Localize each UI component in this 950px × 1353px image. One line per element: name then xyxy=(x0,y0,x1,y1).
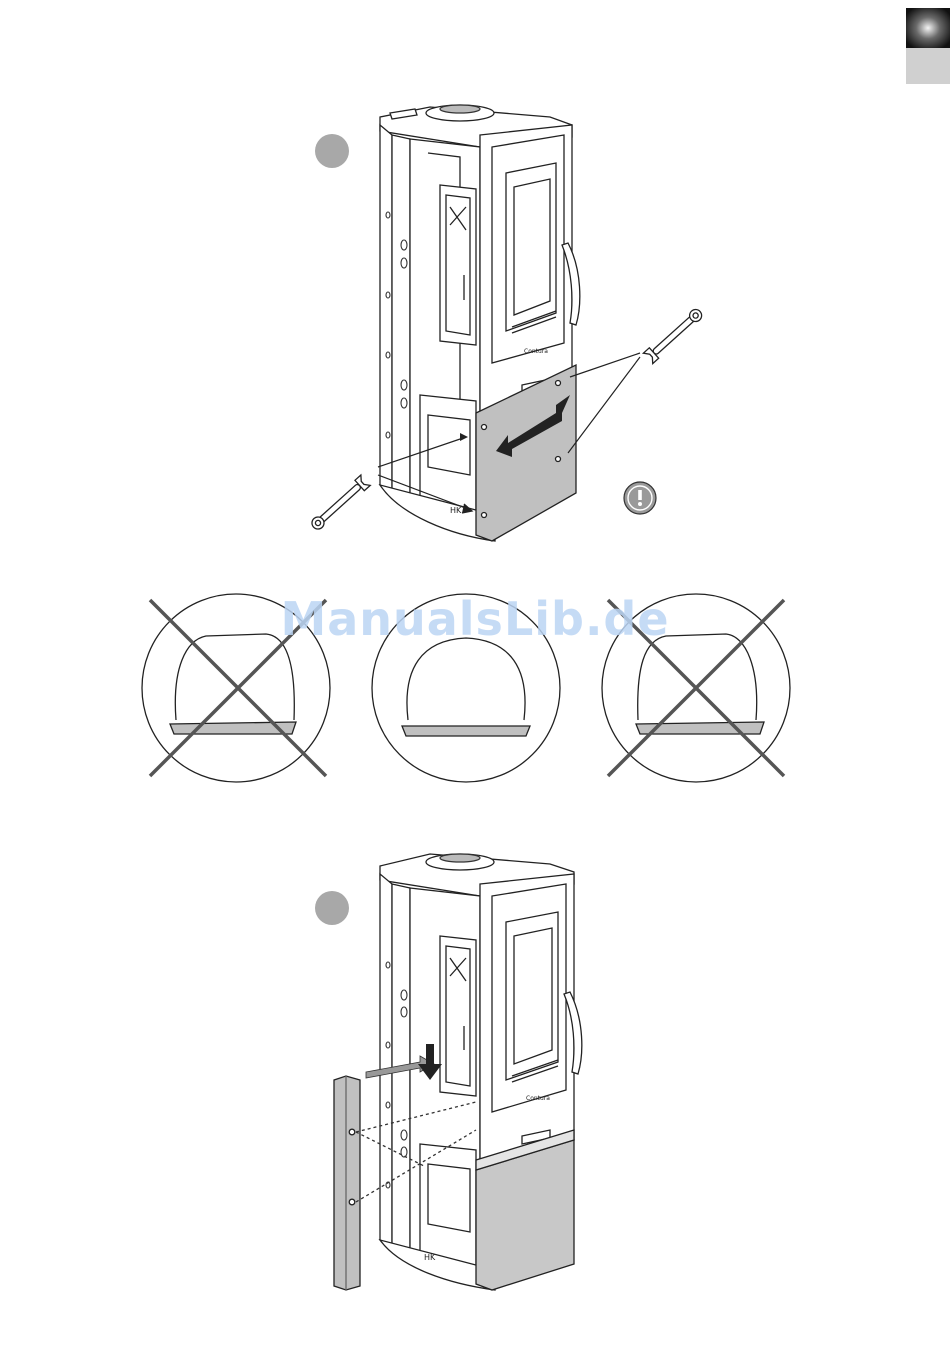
svg-text:HK: HK xyxy=(450,506,462,515)
watermark: ManualsLib.de xyxy=(0,592,950,646)
svg-text:Contura: Contura xyxy=(526,1095,550,1102)
figure-step-2: Contura HK xyxy=(300,840,620,1315)
step-2-marker xyxy=(315,891,349,925)
step-1-marker xyxy=(315,134,349,168)
chapter-tab-dark xyxy=(906,8,950,48)
side-panel xyxy=(334,1076,360,1290)
figure-step-1: Contura HK xyxy=(300,95,720,560)
svg-text:HK: HK xyxy=(424,1253,436,1262)
wrench-icon-left xyxy=(309,475,370,532)
chapter-tab-light xyxy=(906,48,950,84)
svg-text:Contura: Contura xyxy=(524,348,548,355)
exclamation-circle-icon xyxy=(624,482,656,514)
wrench-icon-right xyxy=(643,306,704,363)
